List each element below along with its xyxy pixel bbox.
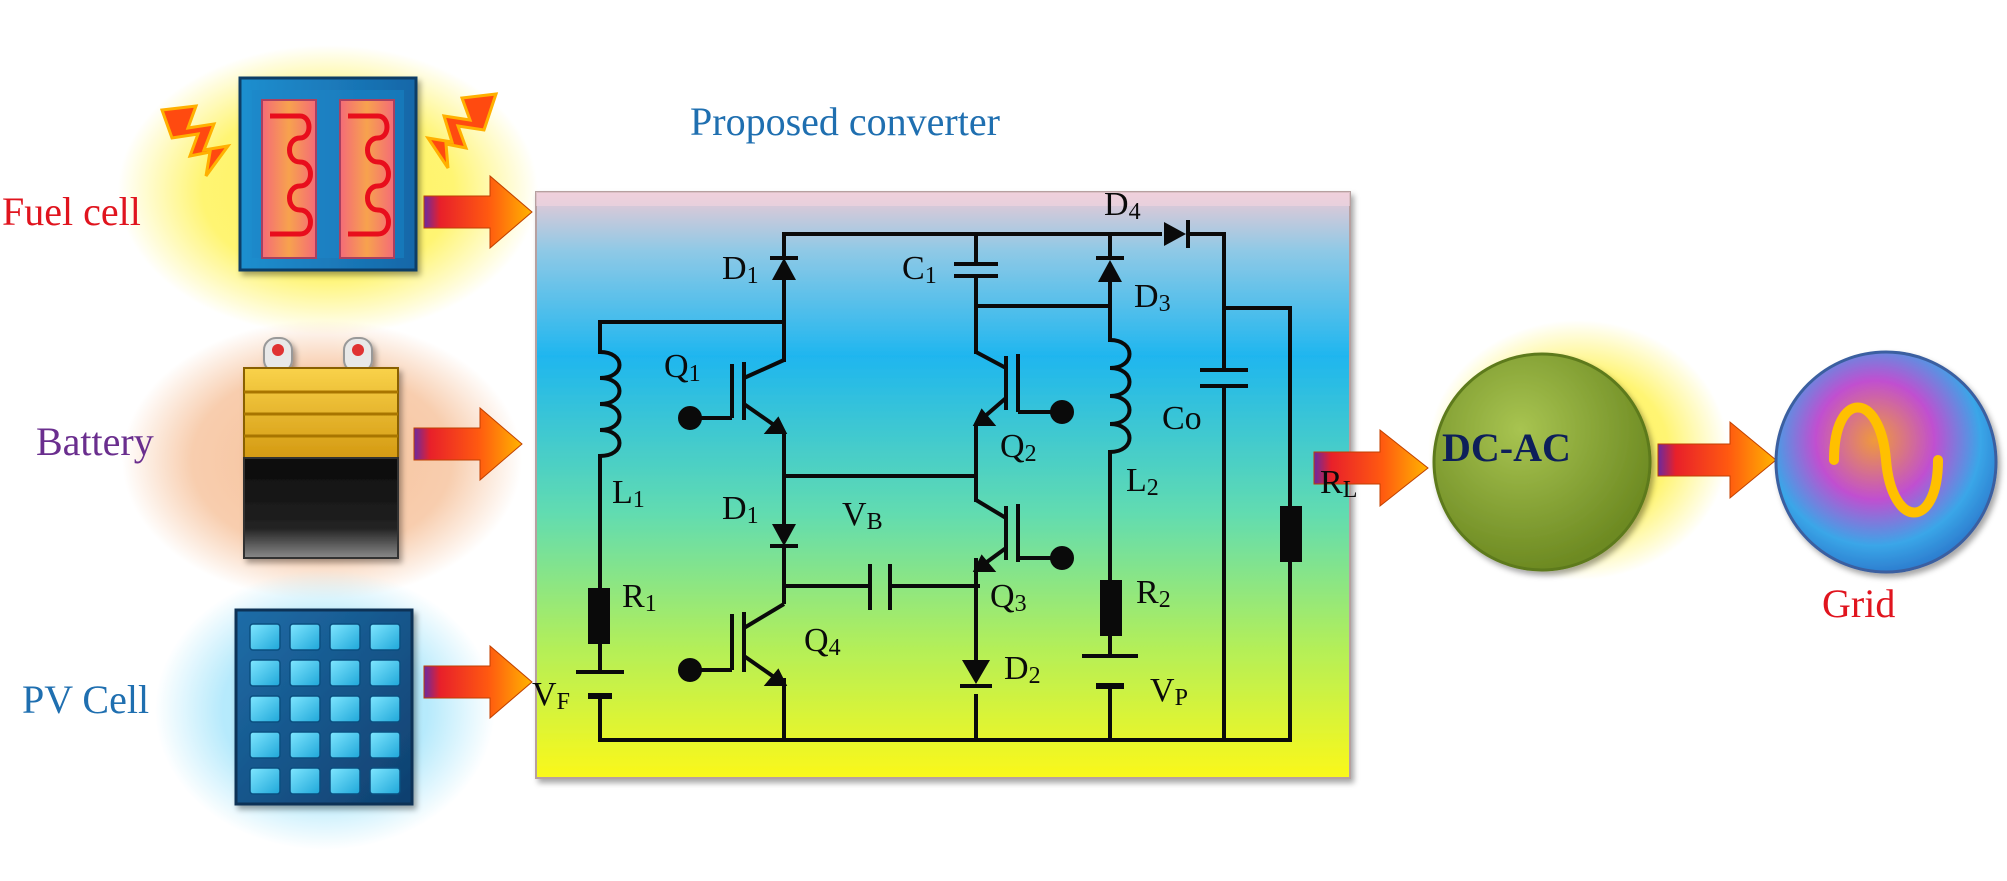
label-d4: D4 (1104, 186, 1141, 225)
diode-D2 (960, 660, 992, 688)
label-q4: Q4 (804, 622, 841, 661)
label-d1-mid: D1 (722, 490, 759, 529)
capacitor-Co (1200, 368, 1248, 388)
diode-D4 (1164, 220, 1190, 248)
pv-tile (329, 623, 361, 651)
label-battery: Battery (36, 419, 154, 464)
pv-tile (369, 659, 401, 687)
capacitor-C1 (954, 262, 998, 278)
pv-tile (249, 731, 281, 759)
inverter-circle (1432, 352, 1652, 572)
resistor-RL (1280, 506, 1302, 562)
pv-tile (249, 623, 281, 651)
diode-D1-mid (770, 524, 798, 548)
arrow-pv-cell (423, 644, 533, 720)
arrow-to-inverter (1313, 428, 1429, 508)
pv-tile (329, 659, 361, 687)
sine-wave-icon (1829, 402, 1943, 518)
source-VF (576, 670, 624, 699)
resistor-R1 (588, 588, 610, 644)
capacitor-VB (868, 564, 892, 610)
label-d3: D3 (1134, 278, 1171, 317)
pv-tile (289, 623, 321, 651)
transistor-Q2 (972, 350, 1074, 500)
label-pv-cell: PV Cell (22, 677, 150, 722)
pv-tile (369, 695, 401, 723)
label-q3: Q3 (990, 578, 1027, 617)
converter-box (535, 191, 1351, 779)
fuel-cell-icon (238, 76, 418, 272)
pv-tile (249, 767, 281, 795)
pv-tile (289, 767, 321, 795)
diode-D1-top (770, 256, 798, 280)
label-r1: R1 (622, 578, 657, 617)
label-vf: VF (532, 676, 570, 715)
diode-D3 (1096, 256, 1124, 282)
label-l2: L2 (1126, 462, 1159, 501)
source-VP (1082, 654, 1138, 689)
label-dc-ac: DC-AC (1442, 425, 1571, 470)
pv-tile (329, 767, 361, 795)
transistor-Q3 (972, 498, 1074, 660)
pv-tile (249, 659, 281, 687)
circuit-schematic (598, 232, 1292, 742)
label-fuel-cell: Fuel cell (2, 189, 141, 234)
pv-tile (249, 695, 281, 723)
pv-tile (289, 659, 321, 687)
transistor-Q4 (678, 586, 788, 686)
lightning-icon-right (424, 92, 499, 169)
label-d1-top: D1 (722, 250, 759, 289)
label-q1: Q1 (664, 348, 701, 387)
label-rl: RL (1320, 464, 1358, 503)
resistor-R2 (1100, 580, 1122, 636)
label-r2: R2 (1136, 574, 1171, 613)
label-grid: Grid (1822, 581, 1896, 626)
arrow-to-grid (1657, 420, 1777, 500)
diagram-title: Proposed converter (690, 99, 1000, 144)
lightning-icon-left (159, 104, 232, 177)
pv-tile (329, 695, 361, 723)
pv-tile (369, 731, 401, 759)
pv-panel-tiles (249, 623, 401, 795)
inductor-L2 (1109, 338, 1132, 454)
pv-tile (289, 695, 321, 723)
label-vp: VP (1150, 672, 1188, 711)
arrow-battery (413, 406, 523, 482)
pv-tile (289, 731, 321, 759)
pv-tile (369, 623, 401, 651)
pv-tile (329, 731, 361, 759)
arrow-fuel-cell (423, 174, 533, 250)
transistor-Q1 (678, 358, 788, 434)
label-co: Co (1162, 400, 1202, 437)
label-c1: C1 (902, 250, 937, 289)
inductor-L1 (599, 350, 622, 458)
pv-tile (369, 767, 401, 795)
label-l1: L1 (612, 474, 645, 513)
label-q2: Q2 (1000, 428, 1037, 467)
battery-icon (243, 337, 399, 559)
label-d2: D2 (1004, 650, 1041, 689)
label-vb: VB (842, 496, 883, 535)
